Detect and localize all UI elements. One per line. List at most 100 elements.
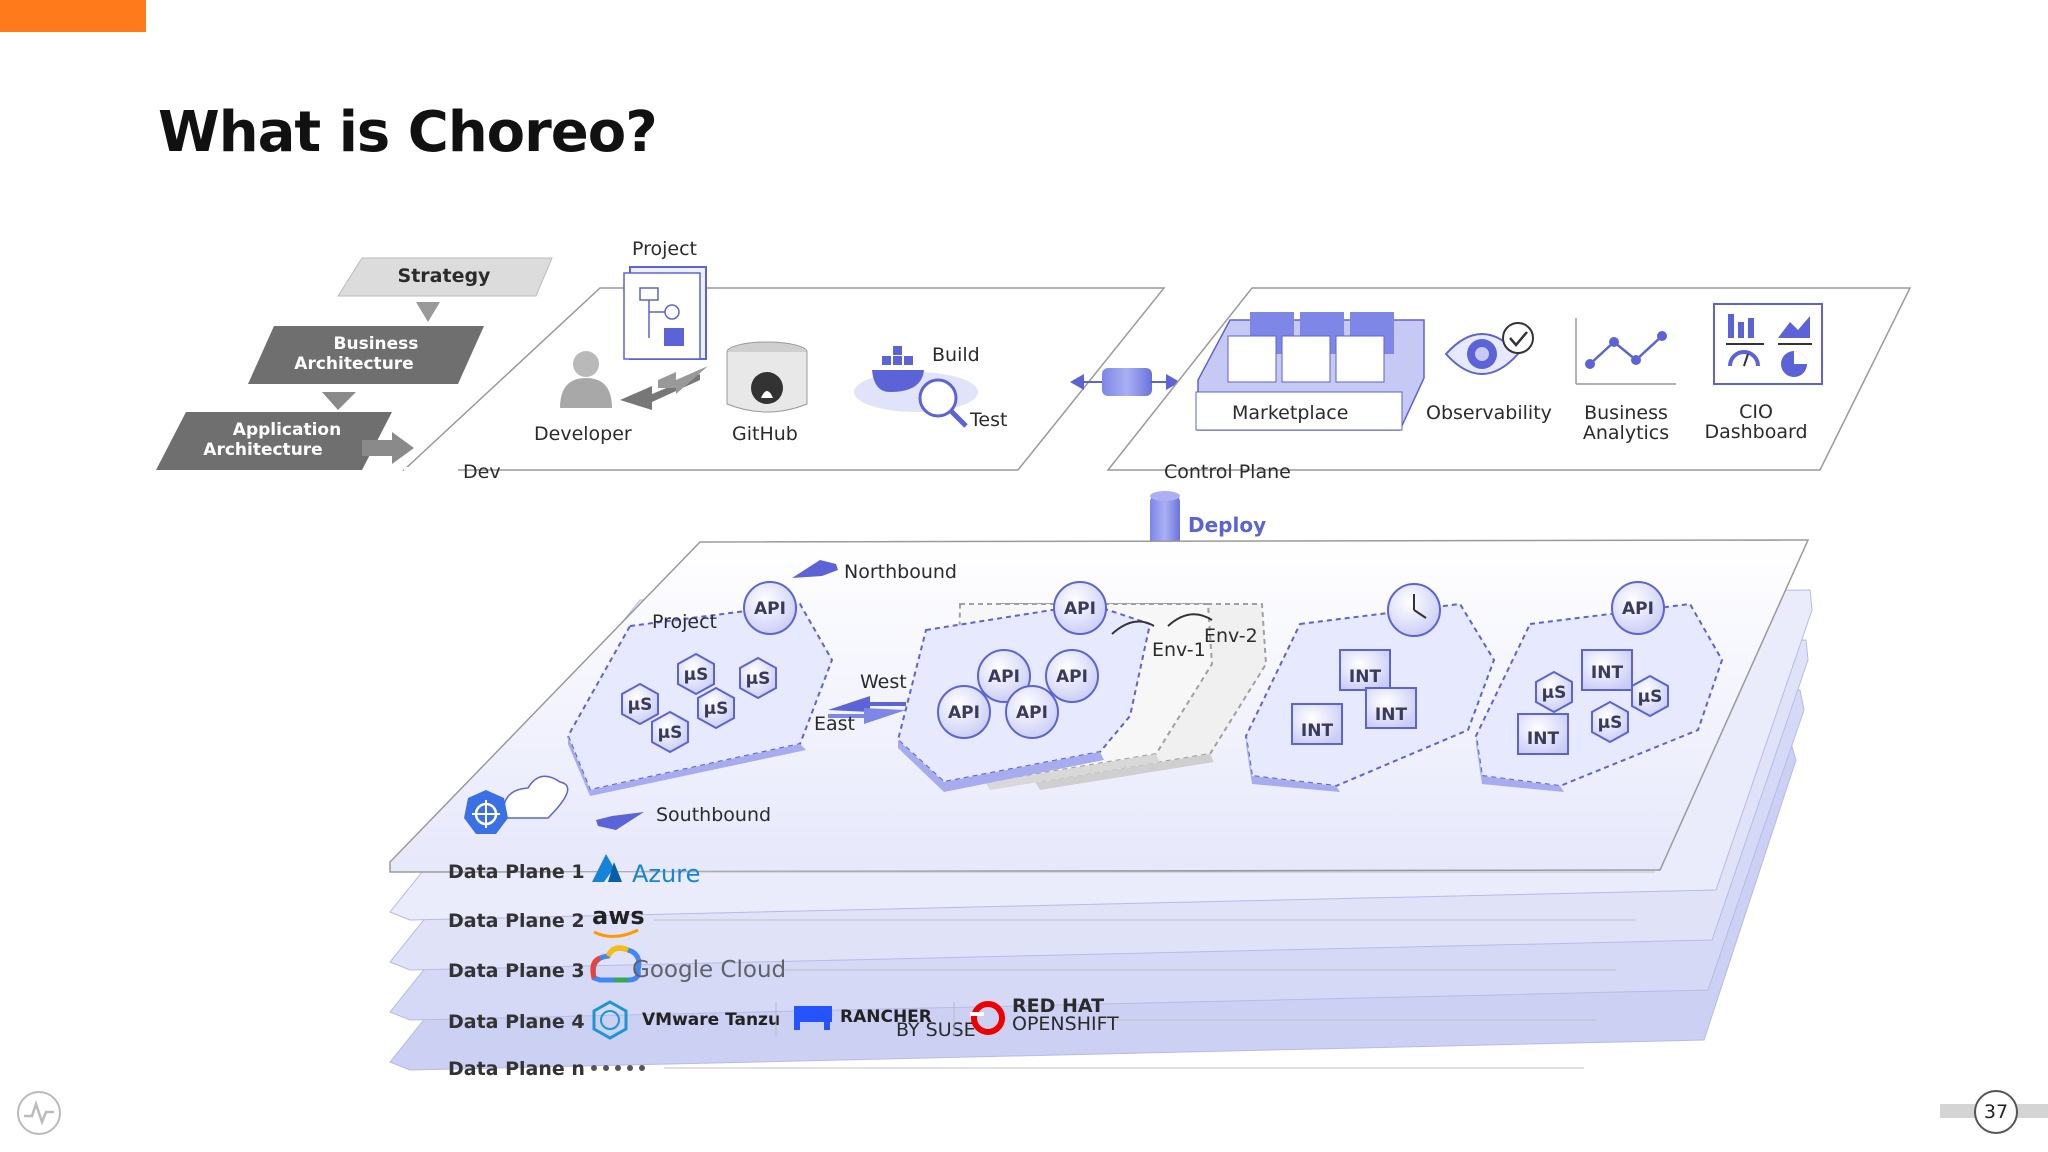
api-node: API [1053, 581, 1107, 635]
svg-text:API: API [1016, 703, 1048, 723]
page-number: 37 [1974, 1090, 2018, 1134]
api-node: API [1045, 649, 1099, 703]
svg-text:µS: µS [1638, 687, 1663, 707]
left-stack: Strategy Business Architecture Applicati… [156, 257, 553, 470]
data-plane-labels: Data Plane 1 Azure Data Plane 2 aws Data… [448, 854, 1655, 1080]
env-curve-arrow-icon [1167, 613, 1213, 627]
business-architecture-label-2: Architecture [294, 354, 413, 374]
cio-dashboard-icon [1713, 303, 1823, 385]
slide-title: What is Choreo? [158, 100, 658, 165]
sync-arrows-icon [620, 366, 708, 410]
openshift-label: OPENSHIFT [1012, 1013, 1119, 1035]
api-node: API [1005, 685, 1059, 739]
microservice-node: µS [1591, 700, 1629, 744]
southbound-label: Southbound [656, 804, 771, 826]
integration-node: INT [1291, 703, 1343, 745]
business-analytics-icon [1575, 318, 1676, 385]
magnifier-icon [918, 378, 968, 428]
arrow-down-icon [416, 302, 440, 322]
deploy-label: Deploy [1188, 513, 1266, 537]
control-plane-label: Control Plane [1164, 461, 1291, 483]
marketplace-icon [1195, 312, 1425, 431]
clock-icon [1387, 583, 1441, 637]
microservice-node: µS [621, 682, 659, 726]
data-project-label: Project [652, 611, 717, 633]
svg-text:API: API [948, 703, 980, 723]
test-label: Test [969, 409, 1007, 431]
project-document-icon [623, 266, 707, 360]
data-plane-3-label: Data Plane 3 [448, 960, 585, 982]
application-architecture-block: Application Architecture [156, 412, 392, 470]
northbound-arrow-icon [792, 560, 838, 578]
rancher-suse-label: BY SUSE [896, 1019, 976, 1041]
svg-text:µS: µS [628, 695, 653, 715]
data-plane-n-label: Data Plane n [448, 1058, 585, 1080]
rancher-logo-icon [794, 1006, 832, 1030]
data-plane-1-label: Data Plane 1 [448, 861, 585, 883]
svg-text:API: API [1056, 667, 1088, 687]
red-hat-label: RED HAT [1012, 995, 1104, 1017]
business-architecture-label-1: Business [334, 334, 419, 354]
developer-label: Developer [534, 423, 632, 445]
integration-node: INT [1339, 649, 1391, 691]
google-cloud-logo-icon [590, 945, 642, 983]
accent-bar [0, 0, 146, 32]
integration-node: INT [1365, 687, 1417, 729]
azure-label: Azure [632, 860, 700, 888]
cio-dashboard-label-2: Dashboard [1704, 421, 1807, 443]
dev-project-label: Project [632, 238, 697, 260]
google-cloud-label: Google Cloud [632, 957, 786, 983]
microservice-node: µS [651, 710, 689, 754]
west-label: West [860, 671, 907, 693]
svg-text:µS: µS [1542, 683, 1567, 703]
east-label: East [814, 713, 855, 735]
business-analytics-label-1: Business [1584, 402, 1668, 424]
svg-text:INT: INT [1301, 721, 1334, 741]
svg-text:µS: µS [658, 723, 683, 743]
kubernetes-cloud-icon [464, 775, 569, 834]
svg-text:INT: INT [1349, 667, 1382, 687]
build-label: Build [932, 344, 980, 366]
github-icon [726, 341, 808, 413]
strategy-label: Strategy [398, 265, 492, 287]
data-plane-2-label: Data Plane 2 [448, 910, 585, 932]
southbound-arrow-icon [596, 812, 644, 830]
arrow-right-icon [362, 432, 414, 464]
observability-label: Observability [1426, 402, 1552, 424]
aws-label: aws [592, 902, 645, 930]
developer-icon [560, 351, 612, 408]
api-node: API [1611, 581, 1665, 635]
arrow-down-icon [322, 392, 356, 410]
choreo-logo-icon [16, 1090, 62, 1140]
svg-text:µS: µS [704, 699, 729, 719]
azure-logo-icon [592, 854, 622, 882]
control-plane: Control Plane Marketplace Observability [1106, 287, 1912, 483]
svg-text:INT: INT [1591, 663, 1624, 683]
svg-text:µS: µS [684, 665, 709, 685]
integration-node: INT [1517, 713, 1569, 755]
microservice-node: µS [1535, 670, 1573, 714]
vmware-tanzu-label: VMware Tanzu [642, 1010, 780, 1030]
github-label: GitHub [732, 423, 798, 445]
vmware-tanzu-logo-icon [592, 1000, 628, 1040]
microservice-node: µS [677, 652, 715, 696]
dev-label: Dev [463, 461, 501, 483]
svg-text:µS: µS [746, 669, 771, 689]
svg-text:API: API [988, 667, 1020, 687]
strategy-block: Strategy [337, 257, 553, 297]
aws-smile-icon [593, 928, 639, 938]
svg-text:API: API [1622, 599, 1654, 619]
northbound-label: Northbound [844, 561, 957, 583]
svg-text:API: API [754, 599, 786, 619]
more-dots-icon [591, 1065, 645, 1071]
api-node: API [743, 581, 797, 635]
cio-dashboard-label-1: CIO [1739, 401, 1773, 423]
observability-icon [1444, 322, 1534, 375]
env-curve-arrow-icon [1111, 620, 1155, 635]
svg-text:INT: INT [1375, 705, 1408, 725]
west-east-arrows-icon [828, 696, 906, 724]
application-architecture-label-2: Architecture [203, 440, 322, 460]
dev-control-connector-icon [1070, 368, 1180, 396]
microservice-node: µS [739, 656, 777, 700]
